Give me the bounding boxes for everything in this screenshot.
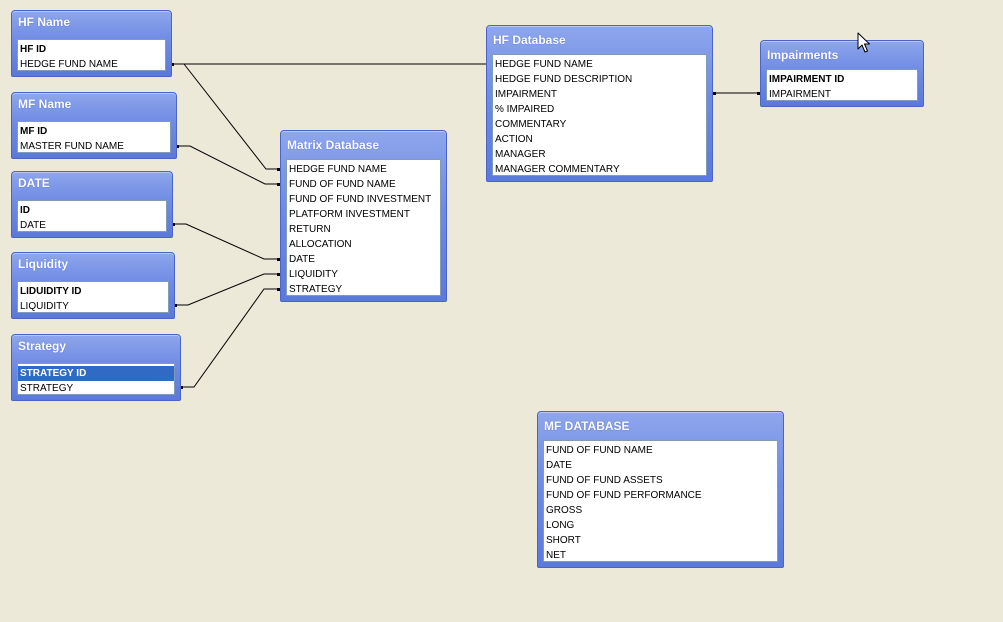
field-item[interactable]: MANAGER [495, 149, 546, 160]
field-item[interactable]: MANAGER COMMENTARY [495, 164, 620, 175]
field-item[interactable]: LIQUIDITY [20, 301, 69, 312]
table-title[interactable]: Impairments [767, 48, 839, 62]
table-matrix-database[interactable]: Matrix Database HEDGE FUND NAME FUND OF … [280, 130, 447, 302]
table-date[interactable]: DATE ID DATE [11, 171, 173, 238]
table-title[interactable]: HF Name [18, 15, 71, 29]
table-strategy[interactable]: Strategy STRATEGY ID STRATEGY [11, 334, 181, 401]
table-hf-name[interactable]: HF Name HF ID HEDGE FUND NAME [11, 10, 172, 77]
relationship-line-date-to-matrix [172, 223, 280, 260]
field-item[interactable]: RETURN [289, 224, 331, 235]
field-item[interactable]: FUND OF FUND NAME [289, 179, 396, 190]
field-list[interactable]: MF ID MASTER FUND NAME [17, 121, 171, 153]
field-item[interactable]: HEDGE FUND NAME [20, 59, 118, 70]
field-item[interactable]: DATE [289, 254, 315, 265]
field-list[interactable]: HEDGE FUND NAME FUND OF FUND NAME FUND O… [286, 159, 441, 296]
table-title[interactable]: MF Name [18, 97, 72, 111]
relationship-endpoint [277, 288, 280, 291]
field-item[interactable]: HEDGE FUND NAME [289, 164, 387, 175]
field-list[interactable]: HEDGE FUND NAME HEDGE FUND DESCRIPTION I… [492, 54, 707, 176]
table-title[interactable]: Strategy [18, 339, 67, 353]
field-list[interactable]: ID DATE [17, 200, 167, 232]
field-item[interactable]: STRATEGY [289, 284, 343, 295]
field-list[interactable]: HF ID HEDGE FUND NAME [17, 39, 166, 71]
field-list[interactable]: STRATEGY ID STRATEGY [17, 363, 175, 395]
table-hf-database[interactable]: HF Database HEDGE FUND NAME HEDGE FUND D… [486, 25, 713, 182]
relationship-endpoint [277, 258, 280, 261]
table-title[interactable]: MF DATABASE [544, 419, 630, 433]
relationship-endpoint [172, 223, 175, 226]
field-item[interactable]: FUND OF FUND ASSETS [546, 475, 663, 486]
field-item[interactable]: NET [546, 550, 566, 561]
field-item[interactable]: MASTER FUND NAME [20, 141, 124, 152]
relationship-endpoint [277, 183, 280, 186]
relationship-endpoint [277, 273, 280, 276]
field-item[interactable]: SHORT [546, 535, 581, 546]
relationship-line-liquidity-to-matrix [174, 273, 280, 306]
field-item[interactable]: LIQUIDITY [289, 269, 338, 280]
relationship-endpoint [757, 92, 760, 95]
field-primary-key-selected[interactable]: STRATEGY ID [18, 366, 174, 381]
field-item[interactable]: ACTION [495, 134, 533, 145]
relationship-line-strategy-to-matrix [180, 288, 280, 388]
table-title[interactable]: Matrix Database [287, 138, 380, 152]
relationship-endpoint [277, 168, 280, 171]
field-list[interactable]: FUND OF FUND NAME DATE FUND OF FUND ASSE… [543, 440, 778, 562]
field-list[interactable]: LIDUIDITY ID LIQUIDITY [17, 281, 169, 313]
field-item[interactable]: DATE [546, 460, 572, 471]
field-item[interactable]: FUND OF FUND INVESTMENT [289, 194, 432, 205]
table-title[interactable]: Liquidity [18, 257, 68, 271]
table-impairments[interactable]: Impairments IMPAIRMENT ID IMPAIRMENT [760, 40, 924, 107]
table-liquidity[interactable]: Liquidity LIDUIDITY ID LIQUIDITY [11, 252, 175, 319]
field-item[interactable]: FUND OF FUND NAME [546, 445, 653, 456]
field-item[interactable]: PLATFORM INVESTMENT [289, 209, 410, 220]
relationship-endpoint [180, 386, 183, 389]
relationship-endpoint [174, 304, 177, 307]
relationship-endpoint [176, 145, 179, 148]
field-primary-key[interactable]: MF ID [20, 126, 48, 137]
relationship-endpoint [171, 63, 174, 66]
field-item[interactable]: LONG [546, 520, 575, 531]
field-item[interactable]: IMPAIRMENT [769, 89, 832, 100]
table-mf-database[interactable]: MF DATABASE FUND OF FUND NAME DATE FUND … [537, 411, 784, 568]
relationship-line-mf-name-to-matrix [176, 145, 280, 185]
field-item[interactable]: FUND OF FUND PERFORMANCE [546, 490, 702, 501]
table-mf-name[interactable]: MF Name MF ID MASTER FUND NAME [11, 92, 177, 159]
field-item[interactable]: IMPAIRMENT [495, 89, 558, 100]
field-item[interactable]: GROSS [546, 505, 583, 516]
table-title[interactable]: DATE [18, 176, 50, 190]
field-item[interactable]: DATE [20, 220, 46, 231]
field-item[interactable]: HEDGE FUND NAME [495, 59, 593, 70]
relationship-endpoint [713, 92, 716, 95]
field-primary-key[interactable]: LIDUIDITY ID [20, 286, 82, 297]
field-primary-key[interactable]: ID [20, 205, 30, 216]
table-title[interactable]: HF Database [493, 33, 566, 47]
field-item[interactable]: ALLOCATION [289, 239, 352, 250]
field-item[interactable]: COMMENTARY [495, 119, 567, 130]
arrow-cursor-icon [857, 32, 870, 53]
field-item[interactable]: % IMPAIRED [495, 104, 555, 115]
field-item[interactable]: STRATEGY [20, 383, 74, 394]
field-item[interactable]: HEDGE FUND DESCRIPTION [495, 74, 633, 85]
relationship-line-hf-name-to-matrix [183, 63, 280, 170]
field-primary-key[interactable]: IMPAIRMENT ID [769, 74, 845, 85]
field-list[interactable]: IMPAIRMENT ID IMPAIRMENT [766, 69, 918, 101]
field-primary-key[interactable]: HF ID [20, 44, 47, 55]
